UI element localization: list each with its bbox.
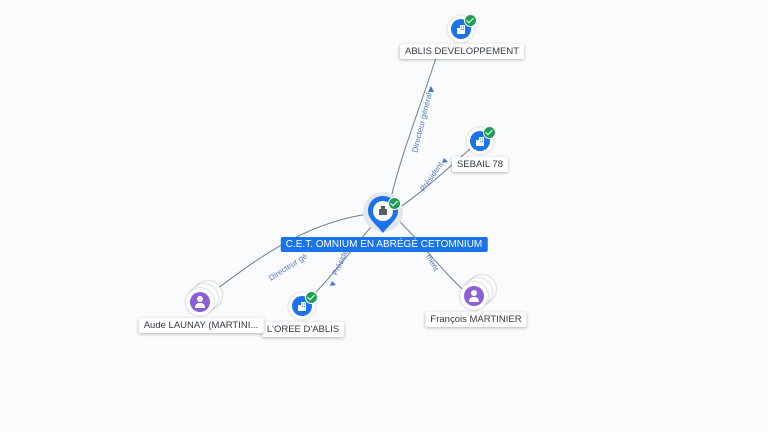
node-label-loree-dablis[interactable]: L'OREE D'ABLIS [261, 322, 345, 337]
person-node-francois-martinier[interactable] [458, 275, 498, 311]
edge-label-aude: Directeur gé [267, 251, 309, 283]
node-label-ablis-developpement[interactable]: ABLIS DEVELOPPEMENT [399, 44, 525, 59]
edge-to-aude-launay [201, 212, 376, 301]
edge-to-ablis-developpement [387, 44, 441, 213]
node-label-sebail-78[interactable]: SEBAIL 78 [451, 157, 509, 172]
edge-to-francois-martinier [391, 213, 471, 297]
building-icon [476, 137, 484, 146]
edge-label-francois: ment [424, 253, 441, 274]
verified-badge-icon [483, 126, 496, 139]
building-icon [457, 25, 465, 34]
verified-badge-icon [464, 14, 477, 27]
edge-label-sebail: Président [418, 160, 445, 193]
company-node-loree-dablis[interactable] [292, 291, 318, 316]
person-icon [464, 286, 484, 306]
edge-arrow-oree [330, 281, 336, 286]
company-node-sebail-78[interactable] [470, 126, 496, 151]
verified-badge-icon [388, 197, 401, 210]
edge-arrow-sebail [442, 158, 448, 163]
building-icon [298, 302, 306, 311]
center-node-marker[interactable] [362, 190, 404, 236]
company-node-ablis-developpement[interactable] [451, 14, 477, 39]
edge-arrow-ablis [428, 86, 434, 92]
node-label-aude-launay[interactable]: Aude LAUNAY (MARTINI... [138, 318, 264, 333]
person-icon [190, 292, 210, 312]
verified-badge-icon [305, 291, 318, 304]
person-node-aude-launay[interactable] [184, 281, 224, 317]
node-label-francois-martinier[interactable]: François MARTINIER [425, 312, 527, 327]
center-node-label[interactable]: C.E.T. OMNIUM EN ABRÉGÉ CETOMNIUM [280, 237, 488, 252]
